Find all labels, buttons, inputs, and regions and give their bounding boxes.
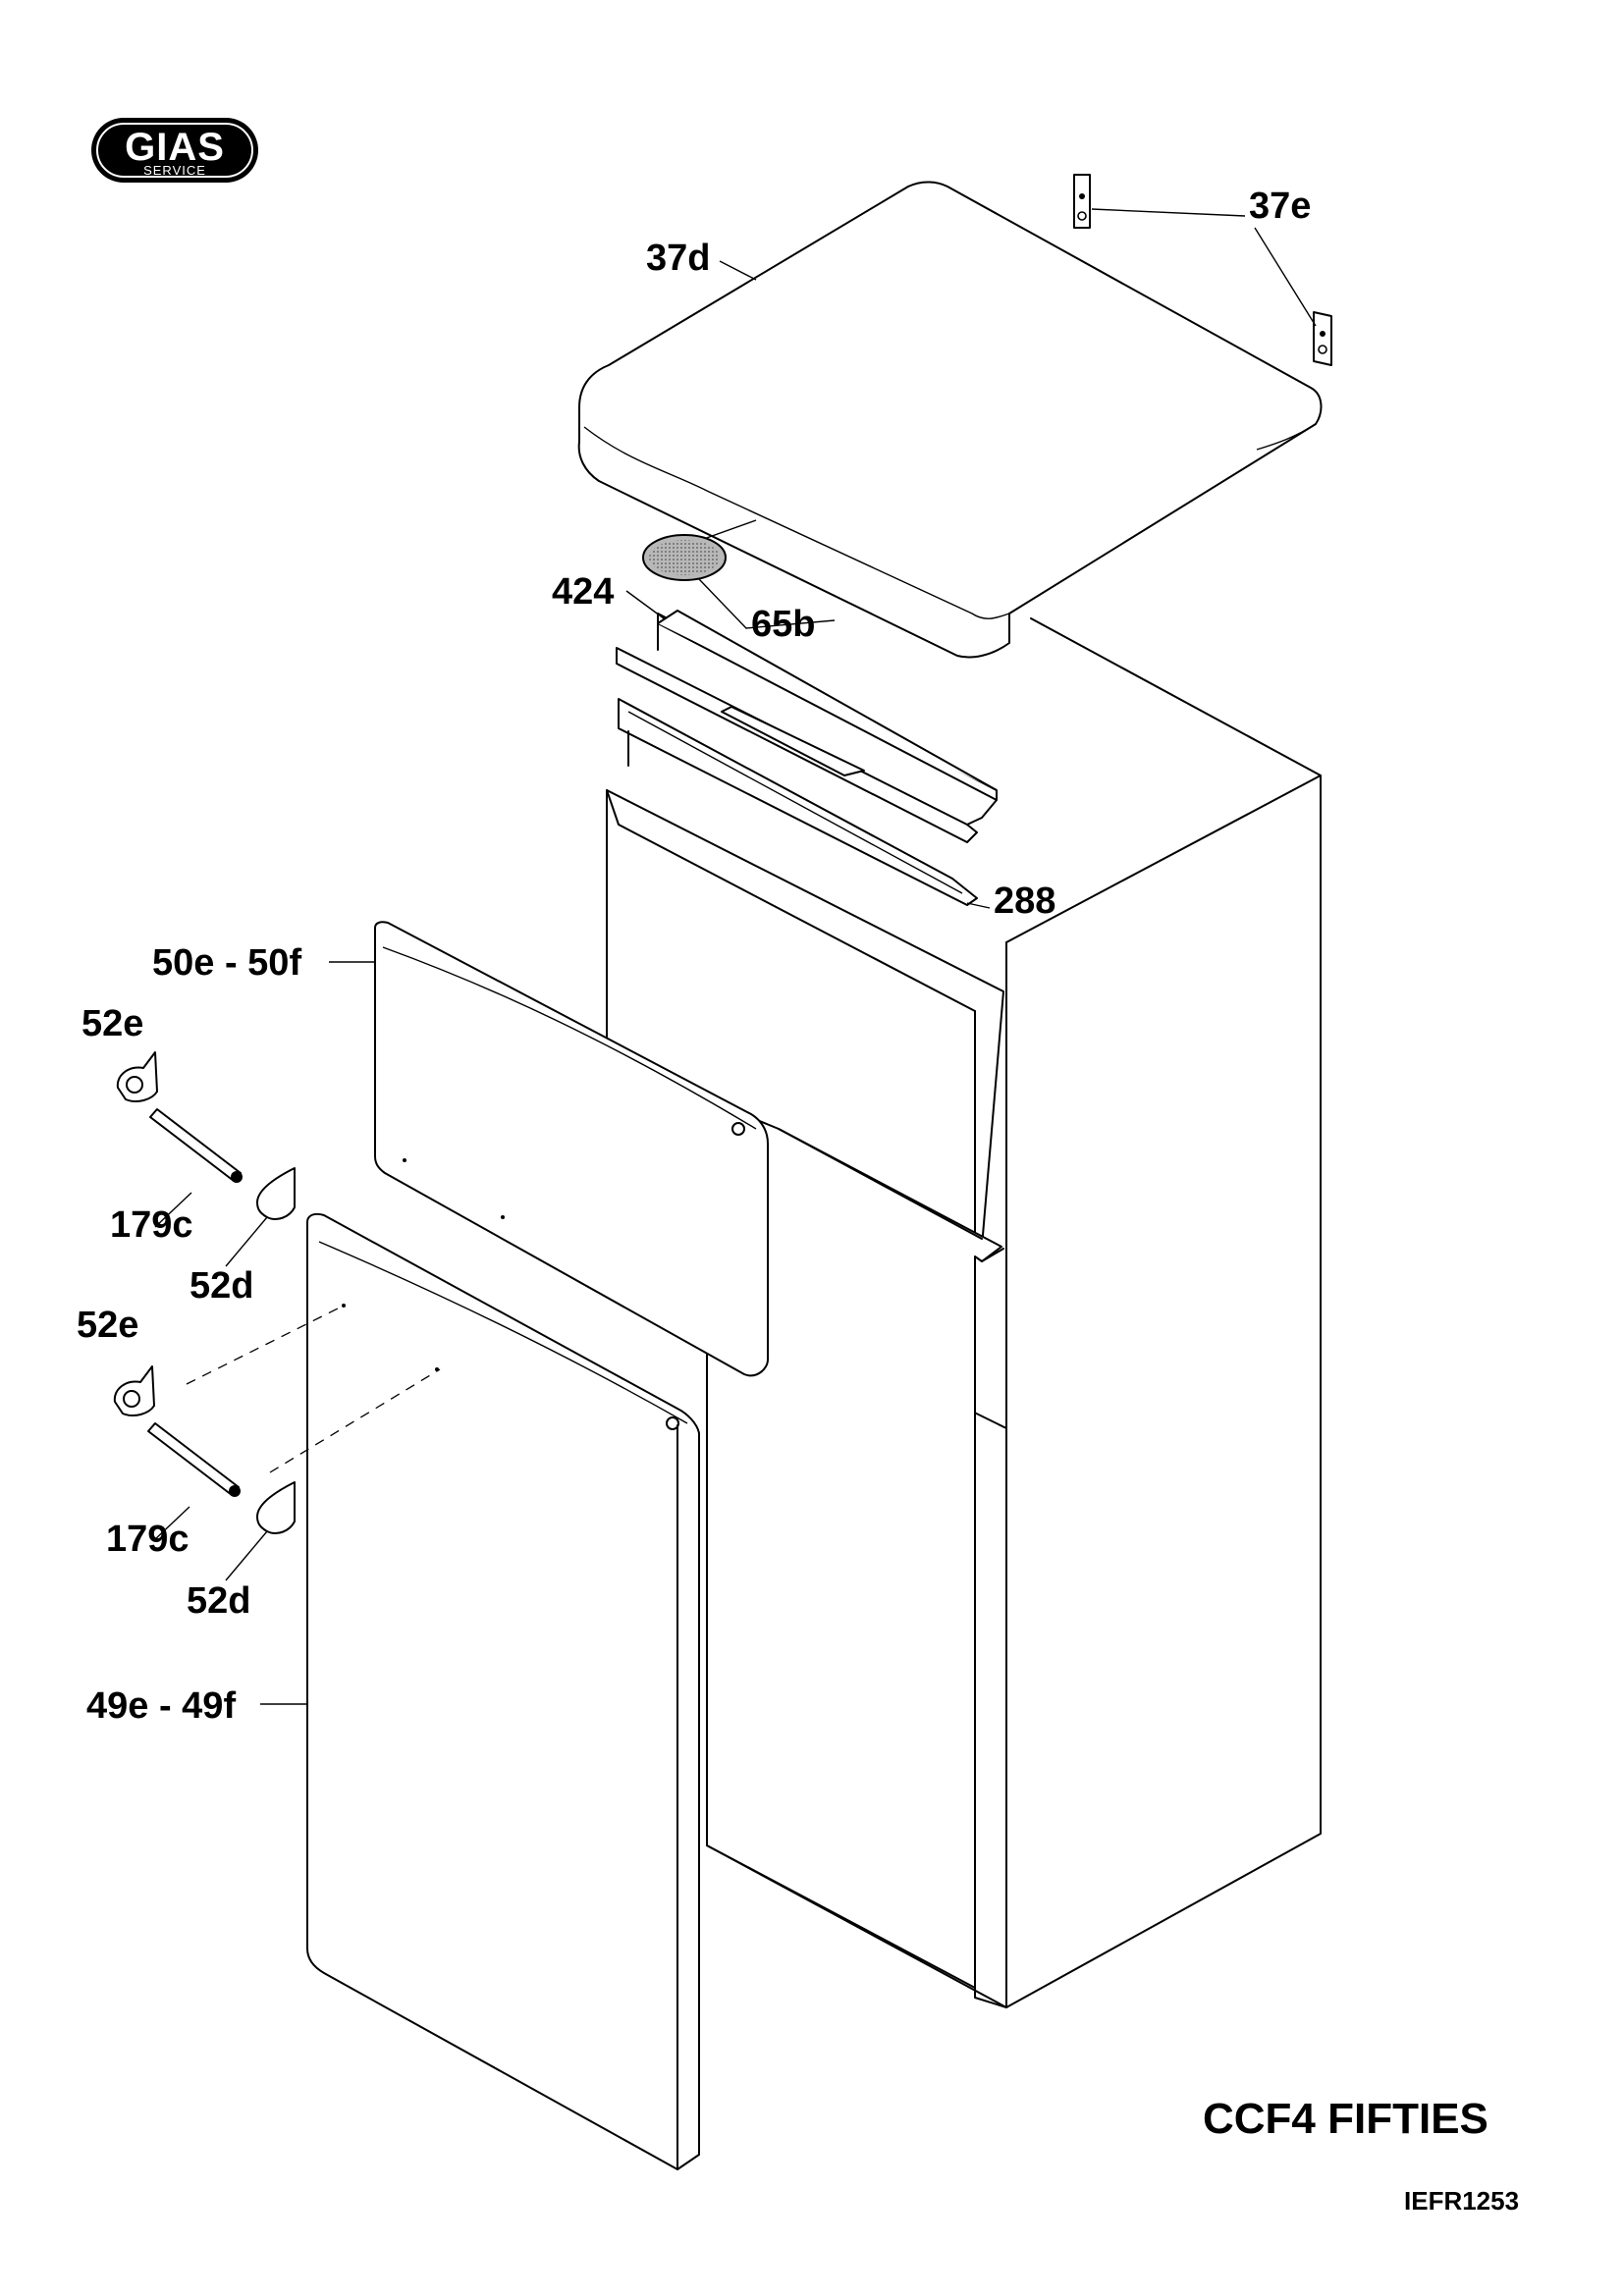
hinge-37e-right	[1313, 311, 1332, 366]
logo-brand-text: GIAS	[125, 126, 225, 169]
logo-subtitle-text: SERVICE	[143, 163, 206, 178]
drawing-code: IEFR1253	[1404, 2186, 1519, 2216]
label-49e-49f: 49e - 49f	[86, 1685, 236, 1727]
emblem-65b	[642, 534, 727, 581]
label-50e-50f: 50e - 50f	[152, 942, 301, 984]
label-424: 424	[552, 571, 614, 613]
pin-cap-52e-upper	[116, 1051, 158, 1102]
label-52e-lower: 52e	[77, 1305, 138, 1346]
hinge-37e-top	[1073, 174, 1091, 229]
label-179c-upper: 179c	[110, 1204, 193, 1246]
label-52e-upper: 52e	[81, 1003, 143, 1044]
cap-52d-upper	[256, 1167, 296, 1220]
gias-service-logo: GIAS SERVICE	[91, 118, 258, 183]
pin-179c-upper	[149, 1108, 243, 1183]
leader-lines	[152, 208, 1317, 1705]
label-37d: 37d	[646, 238, 710, 279]
door-49e-49f	[306, 1212, 700, 2170]
label-52d-upper: 52d	[189, 1265, 253, 1307]
cap-52d-lower	[256, 1481, 296, 1534]
label-52d-lower: 52d	[187, 1580, 250, 1622]
alignment-dashed-lines	[186, 1305, 441, 1473]
pin-cap-52e-lower	[113, 1365, 155, 1416]
refrigerator-cabinet	[606, 617, 1322, 2008]
label-288: 288	[994, 881, 1055, 922]
top-cover-37d	[577, 181, 1323, 659]
pin-179c-lower	[147, 1422, 241, 1497]
handle-bar-288	[618, 698, 978, 906]
label-179c-lower: 179c	[106, 1519, 189, 1560]
label-37e: 37e	[1249, 186, 1311, 227]
model-title: CCF4 FIFTIES	[1203, 2095, 1488, 2143]
door-50e-50f	[374, 921, 769, 1377]
label-65b: 65b	[751, 604, 815, 645]
